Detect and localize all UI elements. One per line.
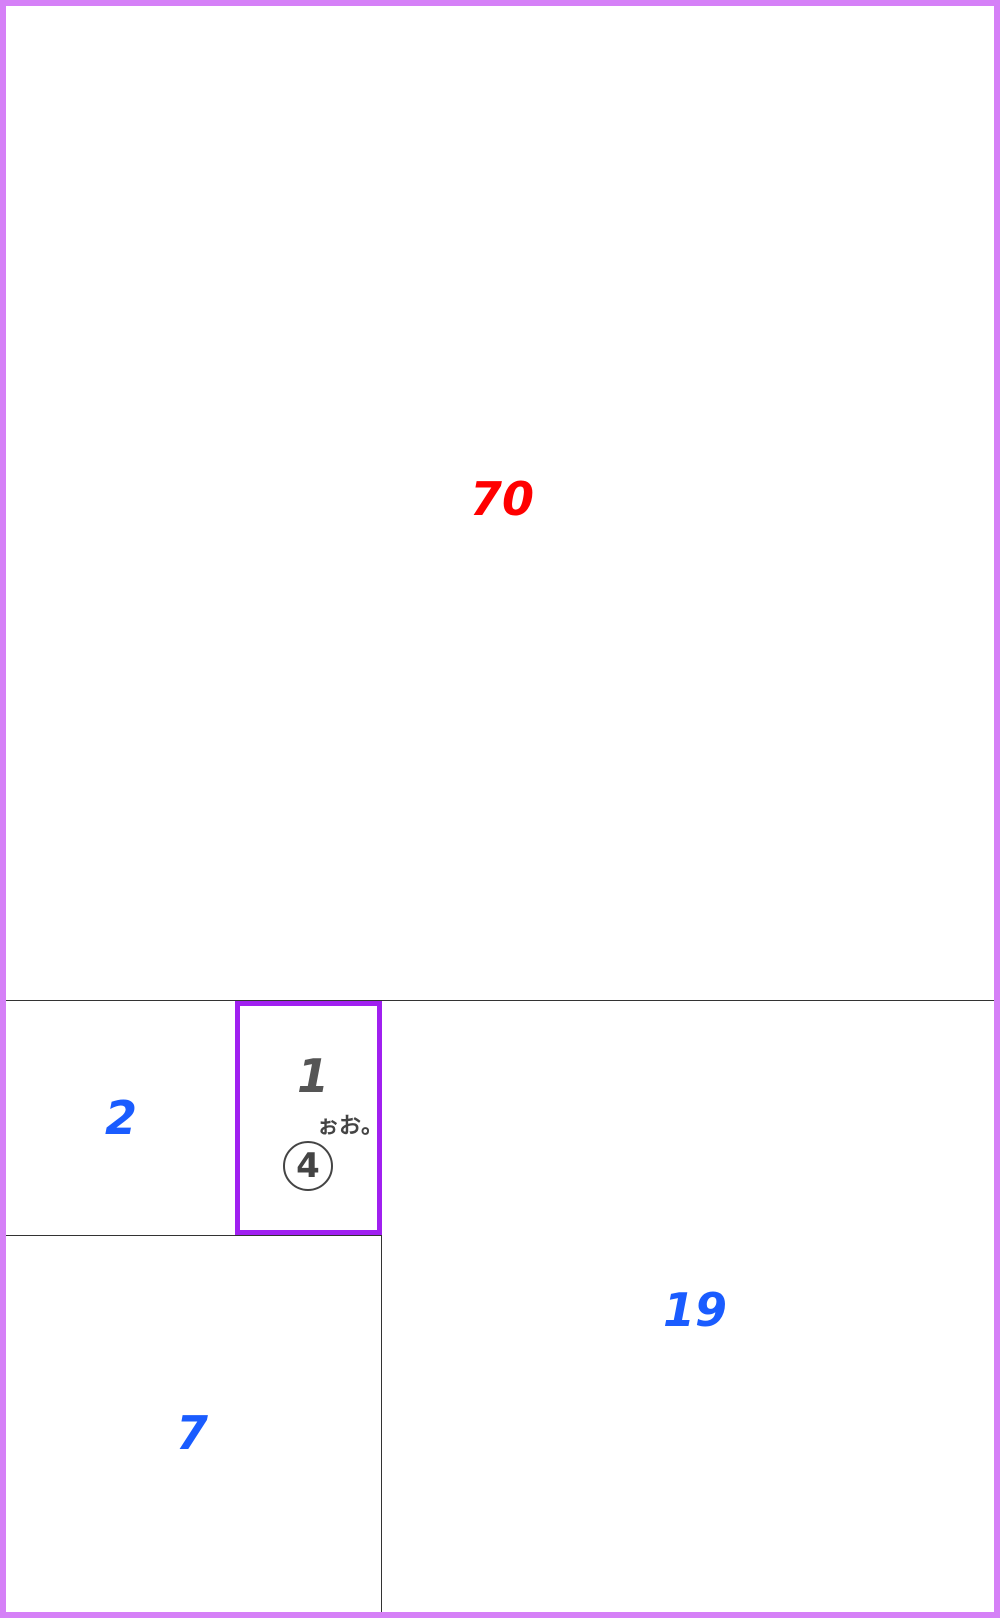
cell-number-2[interactable]: 2: [104, 1091, 138, 1145]
cell-hint-text: ぉお。: [317, 1114, 384, 1139]
cell-number-70[interactable]: 70: [469, 472, 535, 526]
circled-number-value: 4: [296, 1146, 320, 1186]
cell-number-19[interactable]: 19: [662, 1283, 728, 1337]
grid-line-vertical-mid: [381, 1000, 382, 1612]
selected-cell[interactable]: 1 ぉお。 1 4: [235, 1001, 384, 1235]
circled-number-icon: 1 4: [283, 1141, 333, 1191]
grid-line-horizontal-left: [6, 1235, 382, 1236]
grid-line-horizontal-main: [6, 1000, 994, 1001]
cell-number-1: 1: [296, 1049, 330, 1103]
cell-number-7[interactable]: 7: [175, 1406, 209, 1460]
